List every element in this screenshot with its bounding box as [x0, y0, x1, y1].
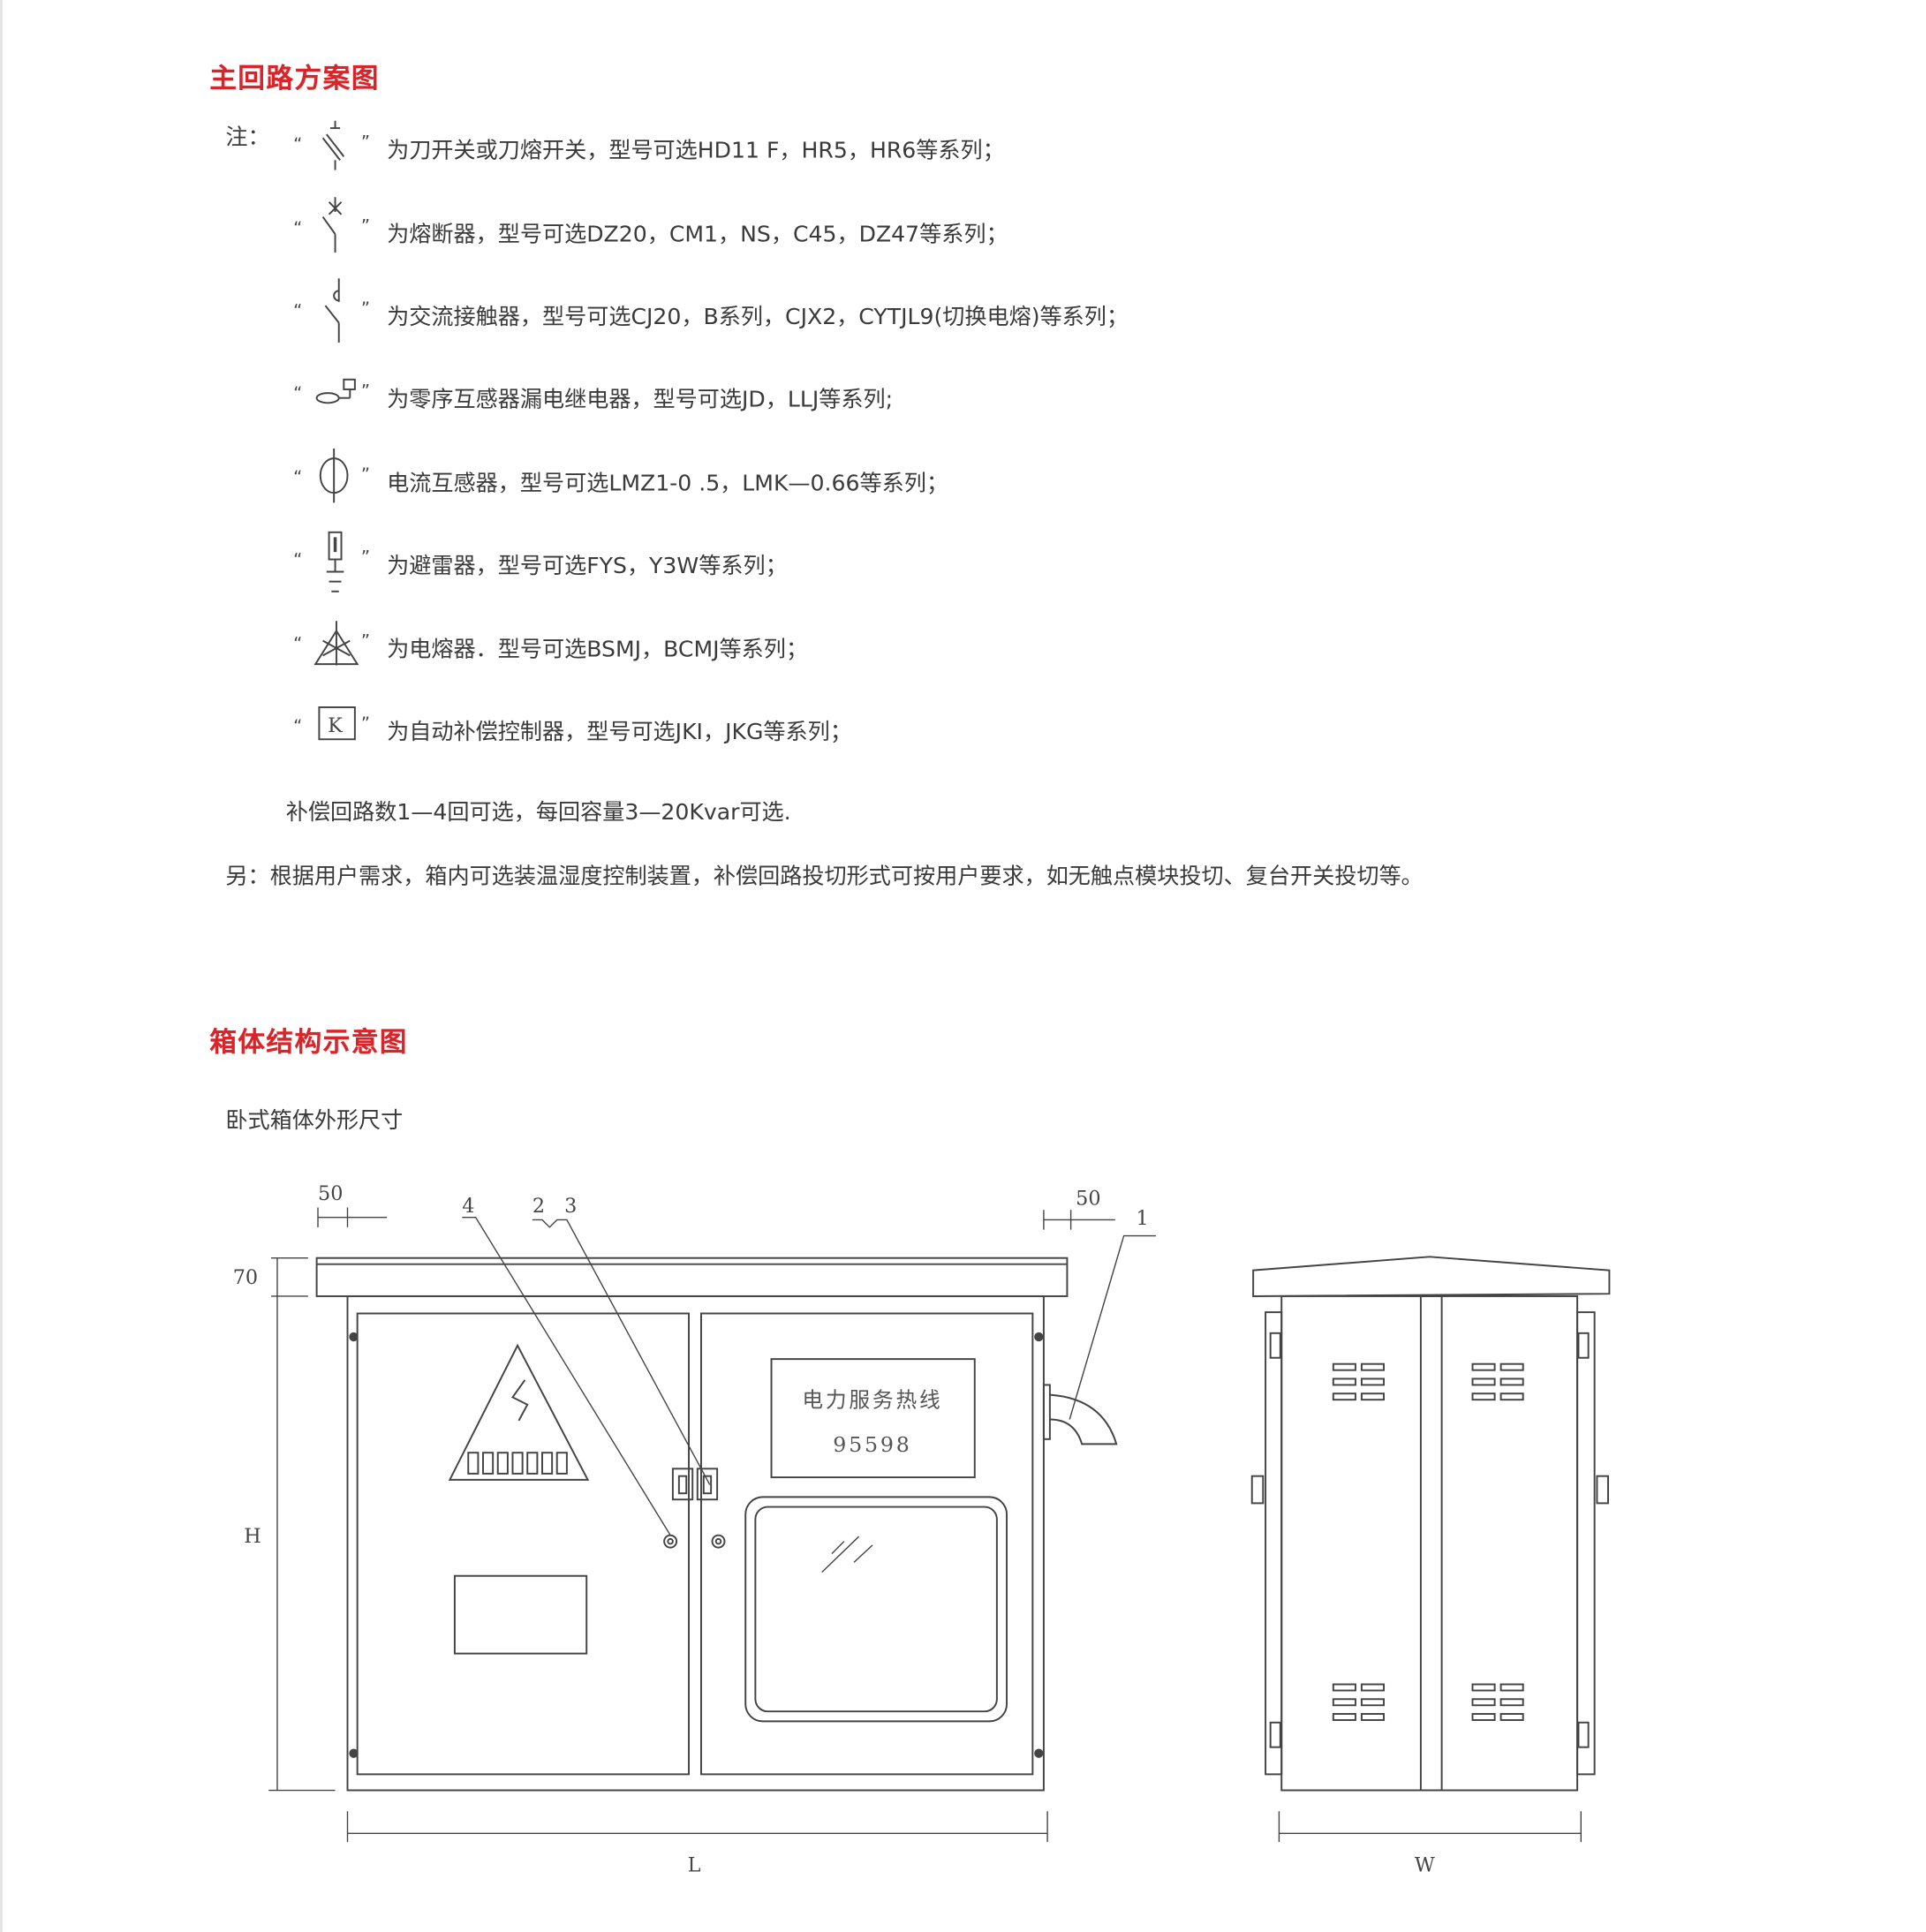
- note-label: 注：: [225, 124, 270, 151]
- lock-left: [663, 1534, 678, 1549]
- open-quote: “: [293, 384, 303, 404]
- legend-item-text: 为电熔器．型号可选BSMJ，BCMJ等系列；: [387, 637, 809, 663]
- lock-right: [711, 1534, 726, 1549]
- vent-slot: [1499, 1362, 1524, 1371]
- section-title-main-circuit: 主回路方案图: [209, 64, 380, 95]
- placard-line1: 电力服务热线: [802, 1388, 942, 1413]
- vent-slot: [1471, 1713, 1496, 1721]
- open-quote: “: [293, 301, 303, 322]
- legend-item-text: 为交流接触器，型号可选CJ20，B系列，CJX2，CYTJL9(切换电熔)等系列…: [387, 304, 1129, 330]
- side-view: [1250, 1256, 1611, 1843]
- zero-sequence-transformer-icon: [315, 378, 356, 404]
- vent-slot: [1332, 1392, 1356, 1401]
- current-transformer-icon: [319, 448, 349, 503]
- legend-item-text: 为刀开关或刀熔开关，型号可选HD11 F，HR5，HR6等系列；: [387, 138, 1005, 164]
- viewing-window: [744, 1496, 1008, 1723]
- placard-line2: 95598: [833, 1432, 911, 1457]
- cabinet-subtitle: 卧式箱体外形尺寸: [225, 1107, 404, 1134]
- vent-slot: [1332, 1683, 1356, 1692]
- cabinet-body: [346, 1294, 1045, 1792]
- dim-roof: 70: [233, 1266, 258, 1289]
- left-door: [356, 1312, 691, 1776]
- close-quote: ”: [360, 547, 370, 569]
- surge-arrester-icon: [326, 531, 344, 592]
- callout-2: 2: [532, 1195, 545, 1218]
- dim-length: L: [688, 1854, 701, 1877]
- vent-slot: [1332, 1698, 1356, 1707]
- warning-triangle: [448, 1343, 590, 1481]
- close-quote: ”: [360, 216, 370, 237]
- page-edge: [0, 0, 3, 1932]
- dim-left-overhang: 50: [318, 1182, 343, 1205]
- close-quote: ”: [360, 714, 370, 735]
- section-title-cabinet-structure: 箱体结构示意图: [209, 1027, 408, 1059]
- vent-slot: [1332, 1362, 1356, 1371]
- vent-slot: [1360, 1683, 1386, 1692]
- right-door: [700, 1312, 1034, 1776]
- vent-slot: [1471, 1683, 1496, 1692]
- open-quote: “: [293, 468, 303, 488]
- close-quote: ”: [360, 465, 370, 486]
- open-quote: “: [293, 634, 303, 654]
- vent-slot: [1360, 1377, 1386, 1386]
- service-placard: [770, 1358, 976, 1479]
- knife-switch-icon: [321, 120, 345, 170]
- front-view: 电力服务热线 95598: [268, 1207, 1156, 1843]
- legend-item-text: 为熔断器，型号可选DZ20，CM1，NS，C45，DZ47等系列；: [387, 222, 1008, 248]
- open-quote: “: [293, 135, 303, 155]
- fuse-breaker-icon: [321, 197, 343, 253]
- vent-slot: [1499, 1698, 1524, 1707]
- vent-slot: [1499, 1377, 1524, 1386]
- lightning-icon: [511, 1379, 529, 1422]
- callout-3: 3: [564, 1195, 577, 1218]
- vent-slot: [1471, 1698, 1496, 1707]
- vent-slot: [1332, 1377, 1356, 1386]
- cable-outlet: [1049, 1393, 1118, 1445]
- contactor-icon: [324, 278, 340, 343]
- callout-4: 4: [462, 1195, 474, 1218]
- controller-k-glyph: K: [328, 714, 343, 737]
- close-quote: ”: [360, 299, 370, 320]
- close-quote: ”: [360, 631, 370, 653]
- legend-item-text: 为零序互感器漏电继电器，型号可选JD，LLJ等系列;: [387, 387, 894, 413]
- door-handle-left: [671, 1468, 694, 1501]
- close-quote: ”: [360, 132, 370, 154]
- dim-height: H: [244, 1525, 261, 1548]
- side-roof: [1252, 1256, 1611, 1297]
- close-quote: ”: [360, 381, 370, 402]
- vent-slot: [1471, 1362, 1496, 1371]
- vent-slot: [1499, 1392, 1524, 1401]
- legend-item-text: 电流互感器，型号可选LMZ1-0 .5，LMK—0.66等系列；: [387, 471, 948, 497]
- vent-slot: [1471, 1377, 1496, 1386]
- vent-slot: [1332, 1713, 1356, 1721]
- nameplate: [453, 1574, 588, 1655]
- vent-slot: [1360, 1713, 1386, 1721]
- legend-item-text: 为自动补偿控制器，型号可选JKI，JKG等系列；: [387, 719, 852, 746]
- warning-label-boxes: [467, 1452, 568, 1475]
- callout-1: 1: [1137, 1207, 1149, 1230]
- open-quote: “: [293, 550, 303, 571]
- vent-slot: [1360, 1698, 1386, 1707]
- open-quote: “: [293, 219, 303, 239]
- ventilation-louvers: [1332, 1362, 1524, 1721]
- vent-slot: [1360, 1392, 1386, 1401]
- dim-width: W: [1415, 1854, 1435, 1877]
- compensation-note: 补偿回路数1—4回可选，每回容量3—20Kvar可选.: [285, 799, 791, 826]
- open-quote: “: [293, 717, 303, 737]
- controller-k-icon: K: [318, 706, 356, 741]
- capacitor-icon: [313, 621, 359, 666]
- side-body: [1280, 1294, 1579, 1792]
- vent-slot: [1499, 1683, 1524, 1692]
- extra-note: 另：根据用户需求，箱内可选装温湿度控制装置，补偿回路投切形式可按用户要求，如无触…: [225, 864, 1424, 890]
- vent-slot: [1471, 1392, 1496, 1401]
- dim-right-overhang: 50: [1076, 1188, 1100, 1211]
- door-handle-right: [696, 1468, 719, 1501]
- vent-slot: [1499, 1713, 1524, 1721]
- legend-item-text: 为避雷器，型号可选FYS，Y3W等系列；: [387, 553, 788, 579]
- vent-slot: [1360, 1362, 1386, 1371]
